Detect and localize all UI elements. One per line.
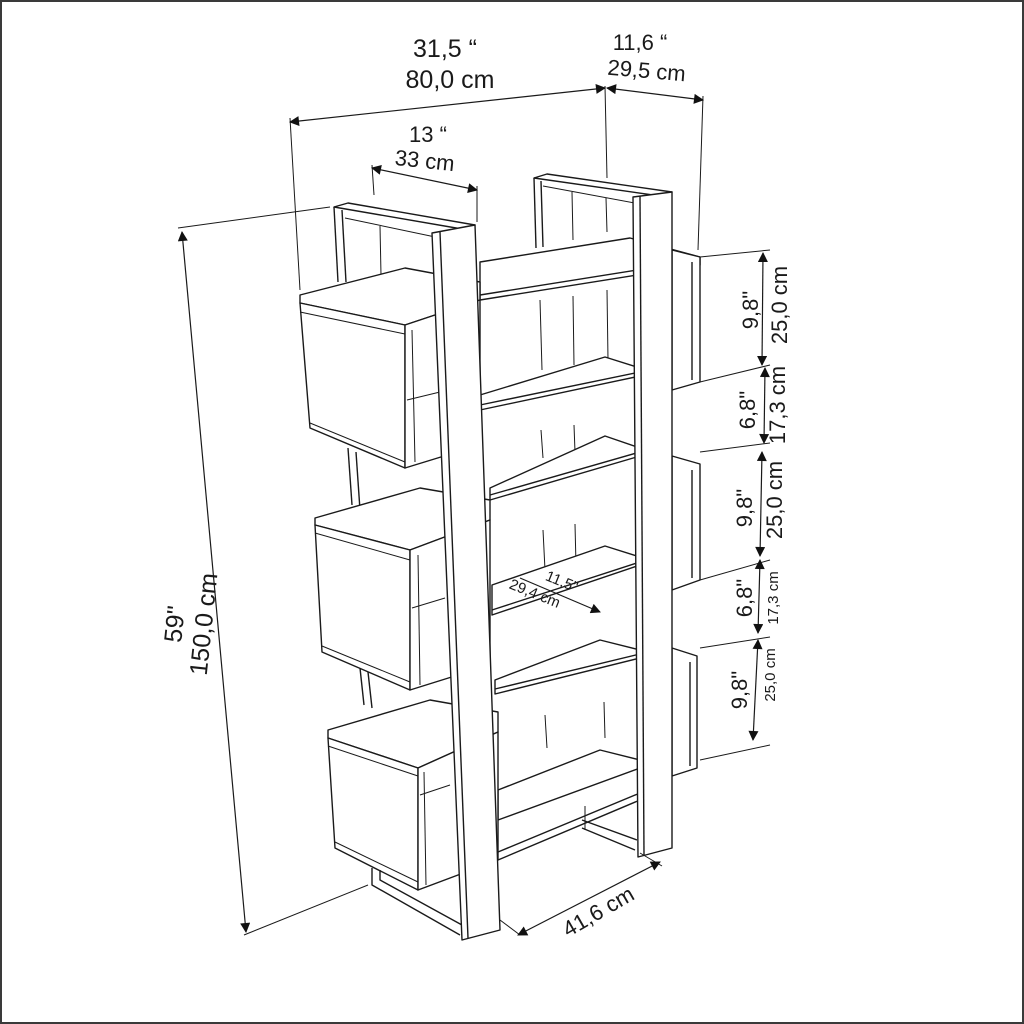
total-height-dim-line xyxy=(177,231,251,933)
svg-text:31,5 “: 31,5 “ xyxy=(413,35,477,63)
svg-text:25,0 cm: 25,0 cm xyxy=(762,461,787,539)
gap-2-dim-line xyxy=(759,367,770,444)
total-width-label: 31,5 “ 80,0 cm xyxy=(406,35,495,94)
left-front-post xyxy=(431,224,501,941)
svg-text:59": 59" xyxy=(159,604,191,643)
svg-text:29,5 cm: 29,5 cm xyxy=(607,55,687,87)
svg-text:150,0 cm: 150,0 cm xyxy=(185,572,224,677)
right-front-post xyxy=(632,191,673,858)
shelf-gap-labels: 9,8" 25,0 cm 6,8" 17,3 cm 9,8" 25,0 cm 6… xyxy=(727,266,792,709)
frame-width-label: 13 “ 33 cm xyxy=(394,122,456,176)
svg-text:6,8": 6,8" xyxy=(735,391,760,429)
svg-text:80,0 cm: 80,0 cm xyxy=(406,66,495,94)
depth-dim-line xyxy=(606,84,704,104)
svg-text:6,8": 6,8" xyxy=(732,579,757,617)
total-width-dim-line xyxy=(289,83,606,127)
left-back-frame xyxy=(333,202,476,709)
frame-width-dim-line xyxy=(371,164,478,194)
svg-text:17,3 cm: 17,3 cm xyxy=(765,571,782,624)
frame-spacing-label: 41,6 cm xyxy=(558,881,638,942)
svg-text:9,8": 9,8" xyxy=(738,291,763,329)
svg-text:25,0 cm: 25,0 cm xyxy=(767,266,792,344)
dimension-lines xyxy=(177,83,770,936)
right-back-frame xyxy=(533,173,673,749)
svg-text:11,6 “: 11,6 “ xyxy=(613,30,668,55)
svg-text:17,3 cm: 17,3 cm xyxy=(765,366,790,444)
gap-4-dim-line xyxy=(753,559,765,634)
frame-spacing-dim-line xyxy=(517,861,661,936)
total-height-label: 59" 150,0 cm xyxy=(159,572,223,677)
inner-depth-dim-line xyxy=(519,577,601,614)
svg-text:9,8": 9,8" xyxy=(732,489,757,527)
right-side-boxes xyxy=(671,249,701,777)
gap-1-dim-line xyxy=(757,252,768,366)
gap-3-dim-line xyxy=(755,451,767,557)
svg-text:25,0 cm: 25,0 cm xyxy=(762,648,779,701)
svg-text:13 “: 13 “ xyxy=(409,122,447,147)
depth-label: 11,6 “ 29,5 cm xyxy=(607,30,687,86)
gap-5-dim-line xyxy=(748,639,763,741)
svg-text:41,6 cm: 41,6 cm xyxy=(558,881,638,942)
center-shelves xyxy=(479,237,701,861)
svg-text:33 cm: 33 cm xyxy=(394,145,456,176)
svg-text:9,8": 9,8" xyxy=(727,671,752,709)
